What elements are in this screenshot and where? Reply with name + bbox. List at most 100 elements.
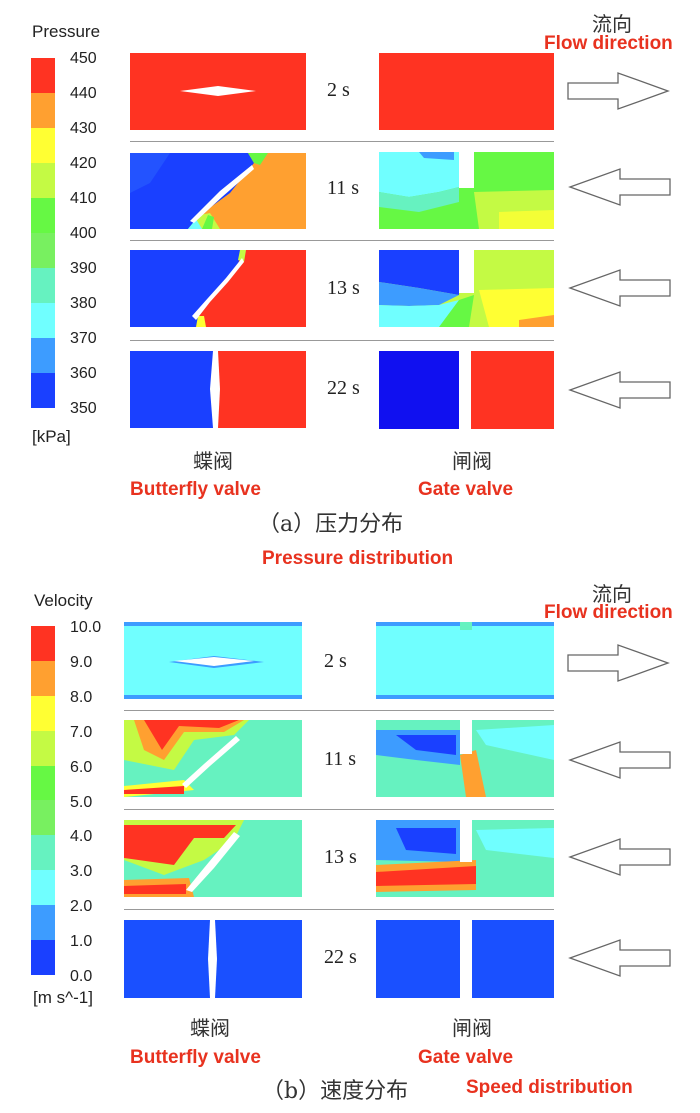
flow-arrow-left-icon xyxy=(568,371,671,409)
velocity-gate-13s xyxy=(376,820,554,897)
legend-tick-label: 400 xyxy=(70,225,97,242)
pressure-gate-22s xyxy=(379,351,554,429)
pressure-butterfly-22s xyxy=(130,351,306,428)
pressure-butterfly-11s xyxy=(130,153,306,229)
butterfly-label-cn-b: 蝶阀 xyxy=(190,1016,230,1040)
flow-label-en-b: Flow direction xyxy=(544,602,673,623)
pressure-colorbar xyxy=(31,58,55,410)
flow-label-en-a: Flow direction xyxy=(544,33,673,54)
caption-b-en: Speed distribution xyxy=(466,1077,633,1098)
colorbar-bin xyxy=(31,940,55,975)
colorbar-bin xyxy=(31,835,55,871)
flow-arrow-right-icon xyxy=(567,644,670,682)
butterfly-disc xyxy=(180,86,256,96)
legend-tick-label: 6.0 xyxy=(70,758,93,776)
legend-tick-label: 4.0 xyxy=(70,828,93,846)
legend-tick-label: 450 xyxy=(70,50,97,67)
butterfly-label-cn-a: 蝶阀 xyxy=(193,449,233,473)
legend-tick-label: 390 xyxy=(70,260,97,277)
velocity-gate-11s xyxy=(376,720,554,797)
time-label: 11 s xyxy=(327,177,360,199)
legend-tick-label: 350 xyxy=(70,400,97,417)
pressure-gate-2s xyxy=(379,53,554,130)
legend-tick-label: 380 xyxy=(70,295,97,312)
butterfly-label-en-b: Butterfly valve xyxy=(130,1047,261,1068)
row-divider xyxy=(130,141,554,142)
flow-arrow-left-icon xyxy=(568,168,671,206)
colorbar-bin xyxy=(31,695,55,731)
legend-tick-label: 5.0 xyxy=(70,793,93,811)
legend-tick-label: 10.0 xyxy=(70,619,102,636)
row-divider xyxy=(130,240,554,241)
gate-label-en-a: Gate valve xyxy=(418,479,514,500)
pressure-gate-13s xyxy=(379,250,554,327)
row-divider xyxy=(124,809,554,810)
colorbar-bin xyxy=(31,870,55,906)
colorbar-bin xyxy=(31,163,55,198)
row-divider xyxy=(124,710,554,711)
colorbar-bin xyxy=(31,765,55,801)
flow-arrow-right-icon xyxy=(567,72,670,110)
legend-tick-label: 8.0 xyxy=(70,688,93,706)
colorbar-bin xyxy=(31,58,55,93)
time-label: 2 s xyxy=(327,79,350,101)
velocity-colorbar xyxy=(31,626,55,976)
flow-label-cn-b: 流向 xyxy=(592,582,632,606)
colorbar-bin xyxy=(31,626,55,661)
velocity-legend-title: Velocity xyxy=(34,591,93,610)
flow-arrow-left-icon xyxy=(568,269,671,307)
caption-a: （a）压力分布 xyxy=(258,512,404,537)
colorbar-bin xyxy=(31,268,55,303)
velocity-butterfly-22s xyxy=(124,920,302,998)
flow-arrow-left-icon xyxy=(568,939,671,977)
time-label: 22 s xyxy=(327,377,360,399)
colorbar-bin xyxy=(31,373,55,408)
legend-tick-label: 410 xyxy=(70,190,97,207)
colorbar-bin xyxy=(31,730,55,766)
legend-tick-label: 420 xyxy=(70,155,97,172)
colorbar-bin xyxy=(31,905,55,941)
colorbar-bin xyxy=(31,800,55,836)
velocity-gate-2s xyxy=(376,622,554,699)
legend-tick-label: 0.0 xyxy=(70,968,93,985)
legend-tick-label: 1.0 xyxy=(70,933,93,951)
velocity-unit: [m s^-1] xyxy=(33,988,93,1007)
colorbar-bin xyxy=(31,198,55,233)
pressure-unit: [kPa] xyxy=(32,427,71,446)
flow-arrow-left-icon xyxy=(568,741,671,779)
legend-tick-label: 370 xyxy=(70,330,97,347)
legend-tick-label: 360 xyxy=(70,365,97,382)
row-divider xyxy=(124,909,554,910)
colorbar-bin xyxy=(31,303,55,338)
caption-b: （b）速度分布 xyxy=(262,1079,409,1104)
legend-tick-label: 440 xyxy=(70,85,97,102)
time-label: 13 s xyxy=(327,277,360,299)
flow-label-cn-a: 流向 xyxy=(592,12,632,36)
pressure-legend-title: Pressure xyxy=(32,22,101,41)
time-label: 22 s xyxy=(324,946,357,968)
velocity-butterfly-11s xyxy=(124,720,302,797)
colorbar-bin xyxy=(31,128,55,163)
time-label: 13 s xyxy=(324,846,357,868)
pressure-butterfly-13s xyxy=(130,250,306,327)
colorbar-bin xyxy=(31,338,55,373)
time-label: 2 s xyxy=(324,650,347,672)
pressure-butterfly-2s xyxy=(130,53,306,130)
velocity-butterfly-13s xyxy=(124,820,302,897)
legend-tick-label: 3.0 xyxy=(70,863,93,881)
gate-label-cn-b: 闸阀 xyxy=(452,1016,492,1040)
legend-tick-label: 2.0 xyxy=(70,898,93,916)
colorbar-bin xyxy=(31,93,55,128)
caption-a-en: Pressure distribution xyxy=(262,548,454,569)
velocity-gate-22s xyxy=(376,920,554,998)
row-divider xyxy=(130,340,554,341)
legend-tick-label: 7.0 xyxy=(70,723,93,741)
time-label: 11 s xyxy=(324,748,357,770)
legend-tick-label: 9.0 xyxy=(70,653,93,671)
gate-label-cn-a: 闸阀 xyxy=(452,449,492,473)
butterfly-label-en-a: Butterfly valve xyxy=(130,479,261,500)
colorbar-bin xyxy=(31,660,55,696)
gate-label-en-b: Gate valve xyxy=(418,1047,514,1068)
velocity-butterfly-2s xyxy=(124,622,302,699)
